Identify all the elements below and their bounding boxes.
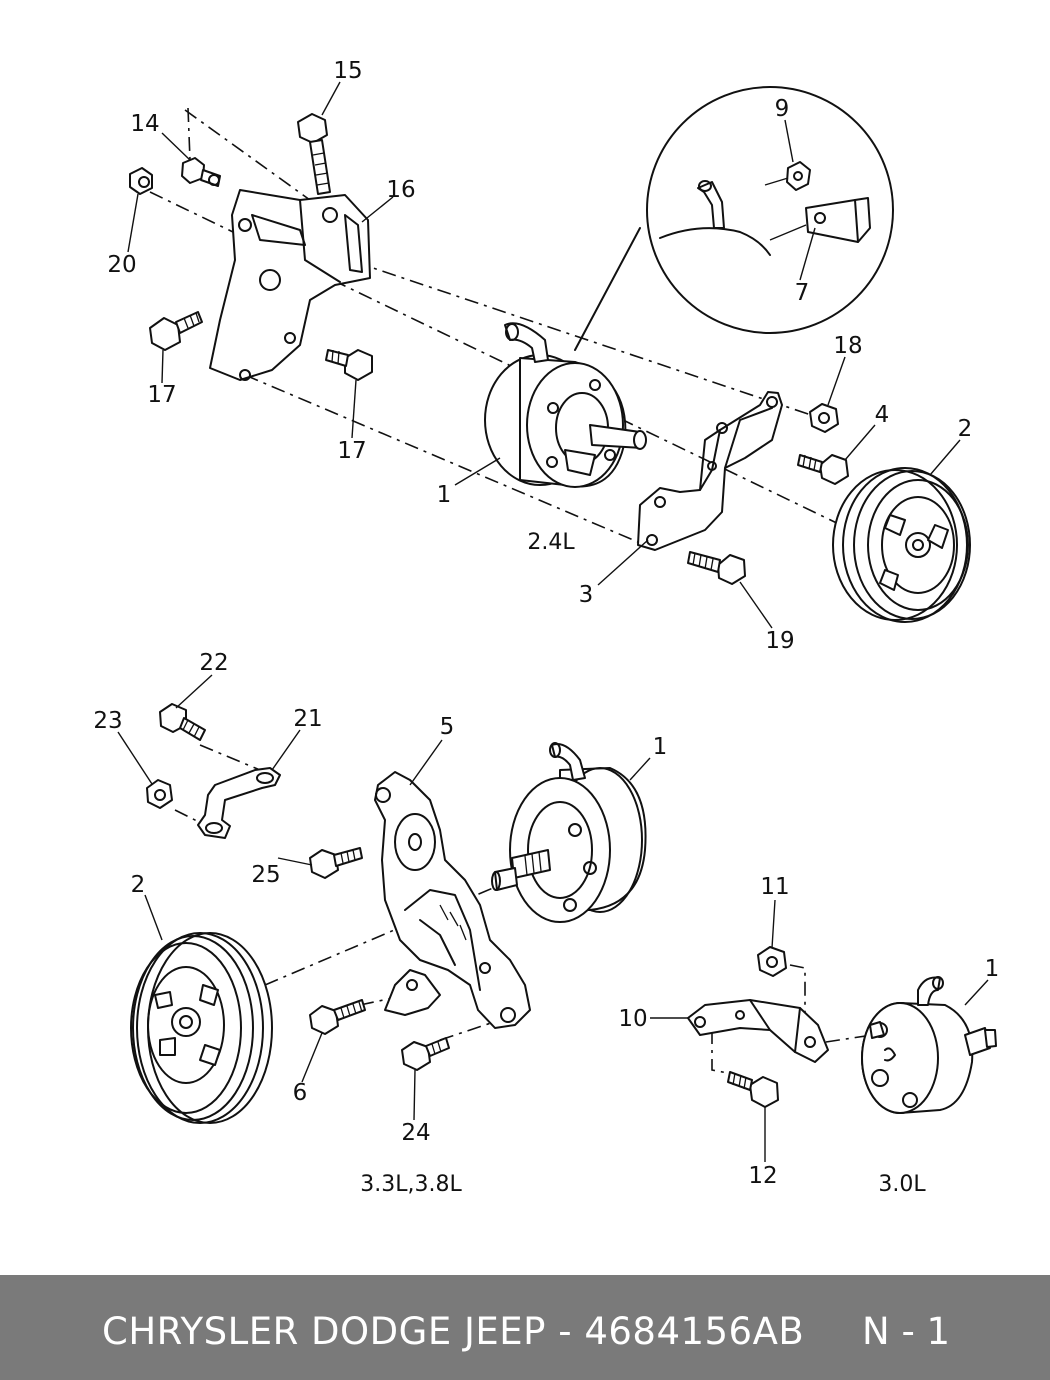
callout-3: 3 xyxy=(579,582,594,608)
nut-18 xyxy=(809,403,839,433)
bolt-17b xyxy=(325,349,373,381)
callout-9: 9 xyxy=(775,96,790,122)
assembly-2-4l xyxy=(129,86,971,623)
callout-24: 24 xyxy=(401,1120,430,1146)
mounting-bracket-3 xyxy=(637,391,783,551)
power-steering-pump-3-0l xyxy=(861,976,997,1114)
bolt-25 xyxy=(309,847,363,879)
engine-labels: 2.4L 3.3L,3.8L 3.0L xyxy=(360,530,926,1197)
bracket-10 xyxy=(687,999,829,1063)
bolt-6 xyxy=(309,999,366,1035)
detail-zoom-circle xyxy=(574,86,894,351)
callout-6: 6 xyxy=(293,1080,308,1106)
callout-17a: 17 xyxy=(147,382,176,408)
axis-line xyxy=(199,744,261,771)
callout-numbers: 15 14 16 20 17 17 9 7 18 4 2 1 3 19 22 2… xyxy=(93,58,999,1189)
callout-1-middle: 1 xyxy=(653,734,668,760)
callout-1-right: 1 xyxy=(985,956,1000,982)
footer-title: CHRYSLER DODGE JEEP - 4684156AB xyxy=(102,1310,805,1353)
axis-line xyxy=(711,1030,739,1076)
axis-line xyxy=(174,809,206,826)
nut-20 xyxy=(129,167,153,195)
callout-12: 12 xyxy=(748,1163,777,1189)
callout-10: 10 xyxy=(618,1006,647,1032)
parts-diagram: 15 14 16 20 17 17 9 7 18 4 2 1 3 19 22 2… xyxy=(93,58,999,1197)
axis-line xyxy=(439,1019,501,1041)
axis-line xyxy=(187,107,191,161)
callout-15: 15 xyxy=(333,58,362,84)
callout-5: 5 xyxy=(440,714,455,740)
engine-label-3-0l: 3.0L xyxy=(878,1172,926,1197)
bolt-17a xyxy=(149,311,203,351)
nut-23 xyxy=(146,779,173,809)
callout-17b: 17 xyxy=(337,438,366,464)
mounting-bracket-5 xyxy=(374,771,531,1029)
axis-line xyxy=(184,109,311,201)
callout-19: 19 xyxy=(765,628,794,654)
mounting-bracket-16 xyxy=(209,189,371,381)
engine-label-2-4l: 2.4L xyxy=(527,530,575,555)
power-steering-pump-2-4l xyxy=(484,322,647,488)
assembly-3-3l-3-8l xyxy=(130,703,647,1124)
power-steering-pump-3-3l xyxy=(491,742,647,923)
pulley-2-4l xyxy=(832,467,971,623)
bolt-12 xyxy=(727,1071,779,1108)
callout-2-top: 2 xyxy=(958,416,973,442)
callout-11: 11 xyxy=(760,874,789,900)
callout-16: 16 xyxy=(386,177,415,203)
callout-14: 14 xyxy=(130,111,159,137)
leader-lines xyxy=(117,81,989,1162)
callout-7: 7 xyxy=(795,280,810,306)
callout-20: 20 xyxy=(107,252,136,278)
bolt-19 xyxy=(687,551,746,585)
bolt-24 xyxy=(401,1037,450,1071)
engine-label-3-3l-3-8l: 3.3L,3.8L xyxy=(360,1172,462,1197)
bolt-15 xyxy=(297,113,331,195)
axis-line xyxy=(244,224,821,419)
bolt-4 xyxy=(797,454,849,485)
assembly-3-0l xyxy=(687,946,997,1114)
footer-bar xyxy=(0,1275,1050,1380)
stud-14 xyxy=(181,157,221,187)
pulley-3-3l xyxy=(130,932,273,1124)
callout-2-middle: 2 xyxy=(131,872,146,898)
callout-18: 18 xyxy=(833,333,862,359)
callout-23: 23 xyxy=(93,708,122,734)
callout-25: 25 xyxy=(251,862,280,888)
nut-11 xyxy=(757,946,787,977)
callout-22: 22 xyxy=(199,650,228,676)
callout-4: 4 xyxy=(875,402,890,428)
callout-1-top: 1 xyxy=(437,482,452,508)
bolt-22 xyxy=(159,703,206,741)
footer-page-number: N - 1 xyxy=(862,1310,951,1353)
bracket-21 xyxy=(197,767,281,839)
callout-21: 21 xyxy=(293,706,322,732)
